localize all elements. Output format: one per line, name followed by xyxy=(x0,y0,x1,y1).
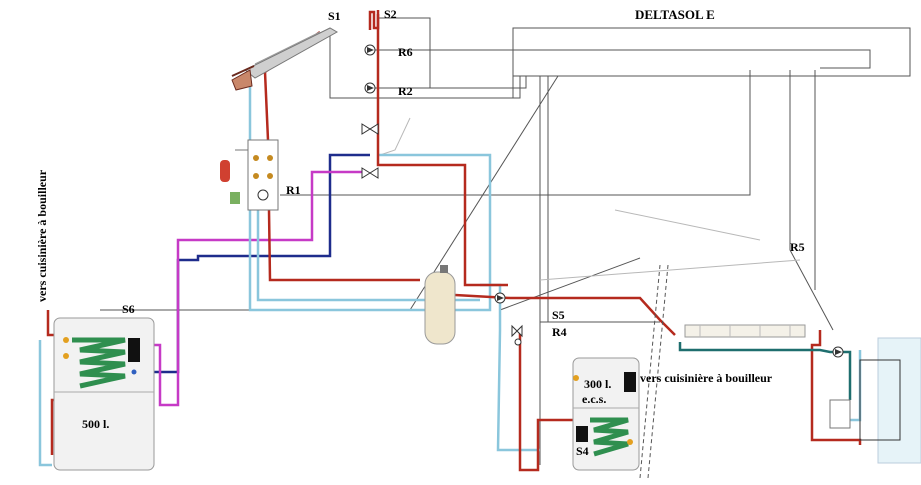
valve-upper-icon xyxy=(361,123,379,135)
collector-tank-icon xyxy=(230,192,240,204)
label-tank-500: 500 l. xyxy=(82,417,109,431)
label-r4: R4 xyxy=(552,325,567,339)
coil-500 xyxy=(72,337,126,389)
label-r5: R5 xyxy=(790,240,805,254)
collector-s2-loop xyxy=(368,10,380,30)
label-tank-ecs: e.c.s. xyxy=(582,392,606,406)
control-wires xyxy=(100,17,871,465)
tank-300 xyxy=(572,357,640,471)
label-s5: S5 xyxy=(552,308,565,322)
label-r1: R1 xyxy=(286,183,301,197)
tank-500 xyxy=(53,317,155,471)
control-wires-light xyxy=(379,117,801,281)
label-r6: R6 xyxy=(398,45,413,59)
label-s4: S4 xyxy=(576,444,589,458)
room-divider xyxy=(639,264,661,479)
label-tank-300: 300 l. xyxy=(584,377,611,391)
pool xyxy=(829,337,921,464)
hot-pipes xyxy=(46,14,862,472)
expansion-vessel-icon xyxy=(220,160,230,182)
label-s1: S1 xyxy=(328,9,341,23)
room-divider-2 xyxy=(647,264,669,479)
solar-collector xyxy=(231,27,339,91)
controller-deltasol: DELTASOL E xyxy=(512,7,911,98)
label-s2: S2 xyxy=(384,7,397,21)
pump-station-r1 xyxy=(220,139,279,211)
teal-pipe xyxy=(678,342,852,400)
valve-lower-icon xyxy=(361,167,379,179)
controller-title: DELTASOL E xyxy=(635,7,715,22)
radiator xyxy=(684,324,806,338)
pump-r5-icon xyxy=(832,346,844,358)
magenta-pipe xyxy=(150,170,362,407)
pump-s5-icon xyxy=(494,292,506,304)
buffer-tank xyxy=(424,265,456,345)
valve-r4-icon xyxy=(511,324,523,346)
glycol-pipes xyxy=(38,80,862,467)
label-s6: S6 xyxy=(122,302,135,316)
note-right: vers cuisinière à bouilleur xyxy=(640,371,773,385)
label-r2: R2 xyxy=(398,84,413,98)
note-left-vertical: vers cuisinière à bouilleur xyxy=(35,169,49,302)
pump-r6-icon xyxy=(364,44,376,56)
pump-r2-icon xyxy=(364,82,376,94)
